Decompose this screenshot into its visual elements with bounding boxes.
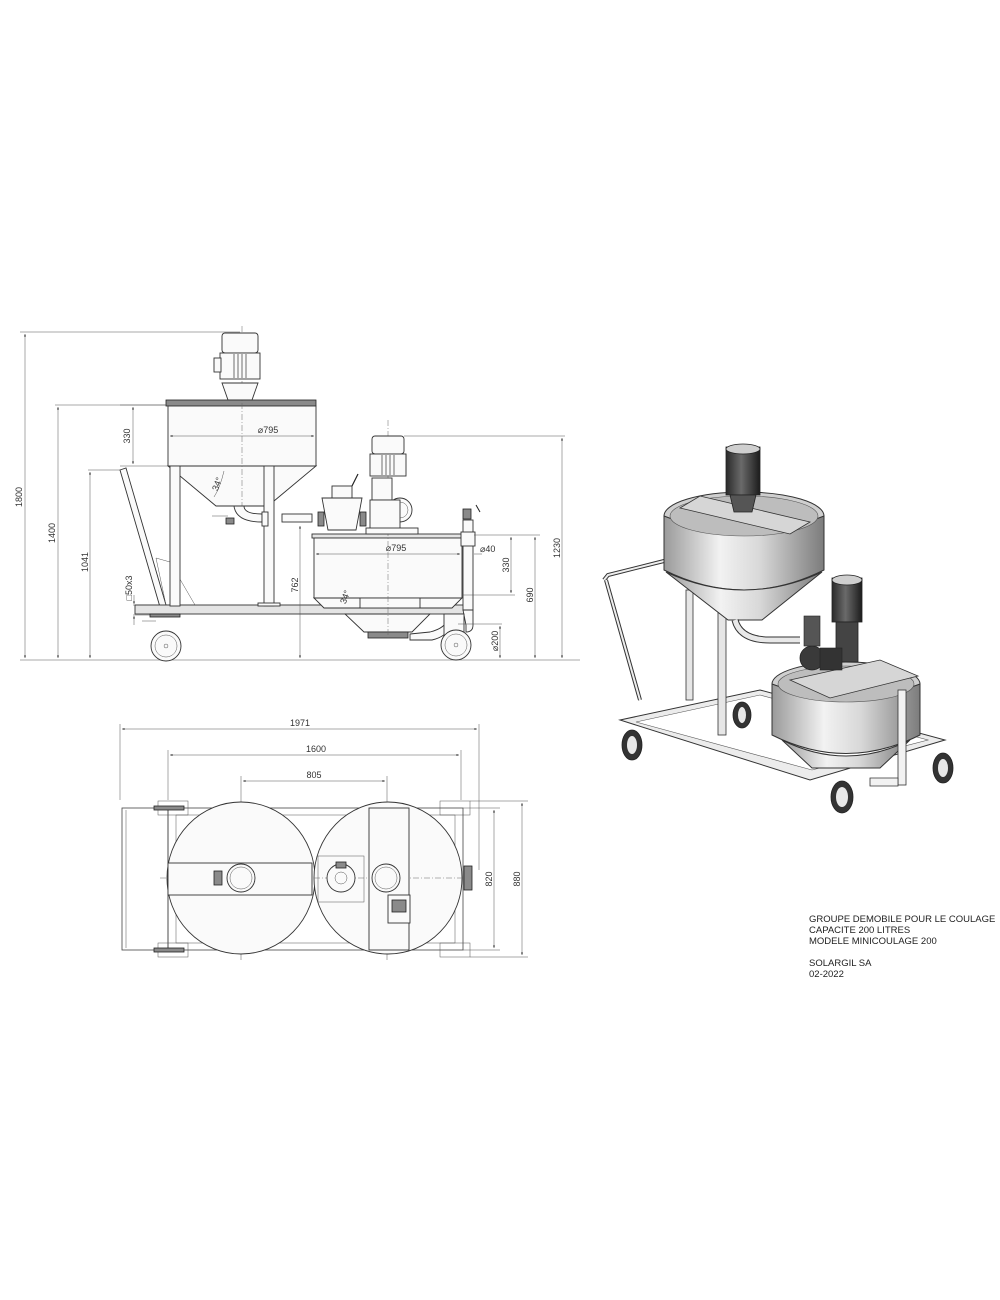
dim-tank2-diameter: ⌀795 — [316, 543, 460, 555]
dim-motor2-height: 1230 — [404, 435, 565, 658]
svg-text:1041: 1041 — [80, 552, 90, 572]
isometric-view — [602, 443, 954, 814]
svg-text:805: 805 — [306, 770, 321, 780]
svg-text:34°: 34° — [338, 588, 352, 605]
svg-text:1971: 1971 — [290, 718, 310, 728]
svg-text:330: 330 — [501, 557, 511, 572]
svg-text:□50x3: □50x3 — [124, 576, 134, 601]
caster-wheel-right — [440, 613, 472, 661]
mixing-tank-2 — [311, 420, 481, 641]
dim-frame-width: 820 — [463, 807, 500, 951]
svg-text:34°: 34° — [210, 475, 224, 492]
title-line-3: MODELE MINICOULAGE 200 — [809, 936, 937, 947]
title-line-2: CAPACITE 200 LITRES — [809, 925, 911, 936]
dim-overall-length: 1971 — [119, 718, 480, 870]
dim-frame-length: 1600 — [167, 744, 462, 800]
side-view: 1800 1400 1041 □50x3 — [14, 326, 580, 662]
svg-text:⌀200: ⌀200 — [490, 631, 500, 651]
dim-tank2-top-height: 690 — [525, 537, 536, 658]
dim-pipe-diameter: ⌀40 — [474, 544, 495, 555]
svg-text:⌀40: ⌀40 — [480, 544, 495, 554]
top-view: 1971 1600 805 — [119, 718, 528, 960]
dim-tank1-cone-angle: 34° — [210, 470, 224, 498]
svg-text:820: 820 — [484, 871, 494, 886]
mixing-tank-1 — [165, 326, 318, 607]
svg-text:880: 880 — [512, 871, 522, 886]
dim-tank2-cyl-height: 330 — [462, 534, 540, 596]
dim-overall-width: 880 — [470, 800, 528, 958]
title-line-1: GROUPE DEMOBILE POUR LE COULAGE — [809, 914, 996, 925]
svg-text:1400: 1400 — [47, 523, 57, 543]
drawing-date: 02-2022 — [809, 969, 844, 980]
dim-tank1-diameter: ⌀795 — [170, 425, 314, 437]
svg-text:330: 330 — [122, 428, 132, 443]
dim-outlet-height: 762 — [290, 526, 301, 658]
dim-tank-top-height: 1400 — [47, 404, 166, 658]
dim-handle-height: 1041 — [80, 469, 122, 658]
svg-text:⌀795: ⌀795 — [386, 543, 406, 553]
dim-tank1-cyl-height: 330 — [120, 404, 168, 467]
caster-wheel-left — [142, 613, 182, 662]
svg-text:690: 690 — [525, 587, 535, 602]
svg-text:1600: 1600 — [306, 744, 326, 754]
dim-tank2-cone-angle: 34° — [338, 588, 352, 605]
company-name: SOLARGIL SA — [809, 958, 872, 969]
svg-text:1230: 1230 — [552, 538, 562, 558]
dim-total-height: 1800 — [14, 331, 240, 658]
svg-text:⌀795: ⌀795 — [258, 425, 278, 435]
svg-text:1800: 1800 — [14, 487, 24, 507]
title-block: GROUPE DEMOBILE POUR LE COULAGE CAPACITE… — [809, 914, 995, 980]
dim-wheel-diameter: ⌀200 — [458, 623, 502, 658]
svg-text:762: 762 — [290, 577, 300, 592]
